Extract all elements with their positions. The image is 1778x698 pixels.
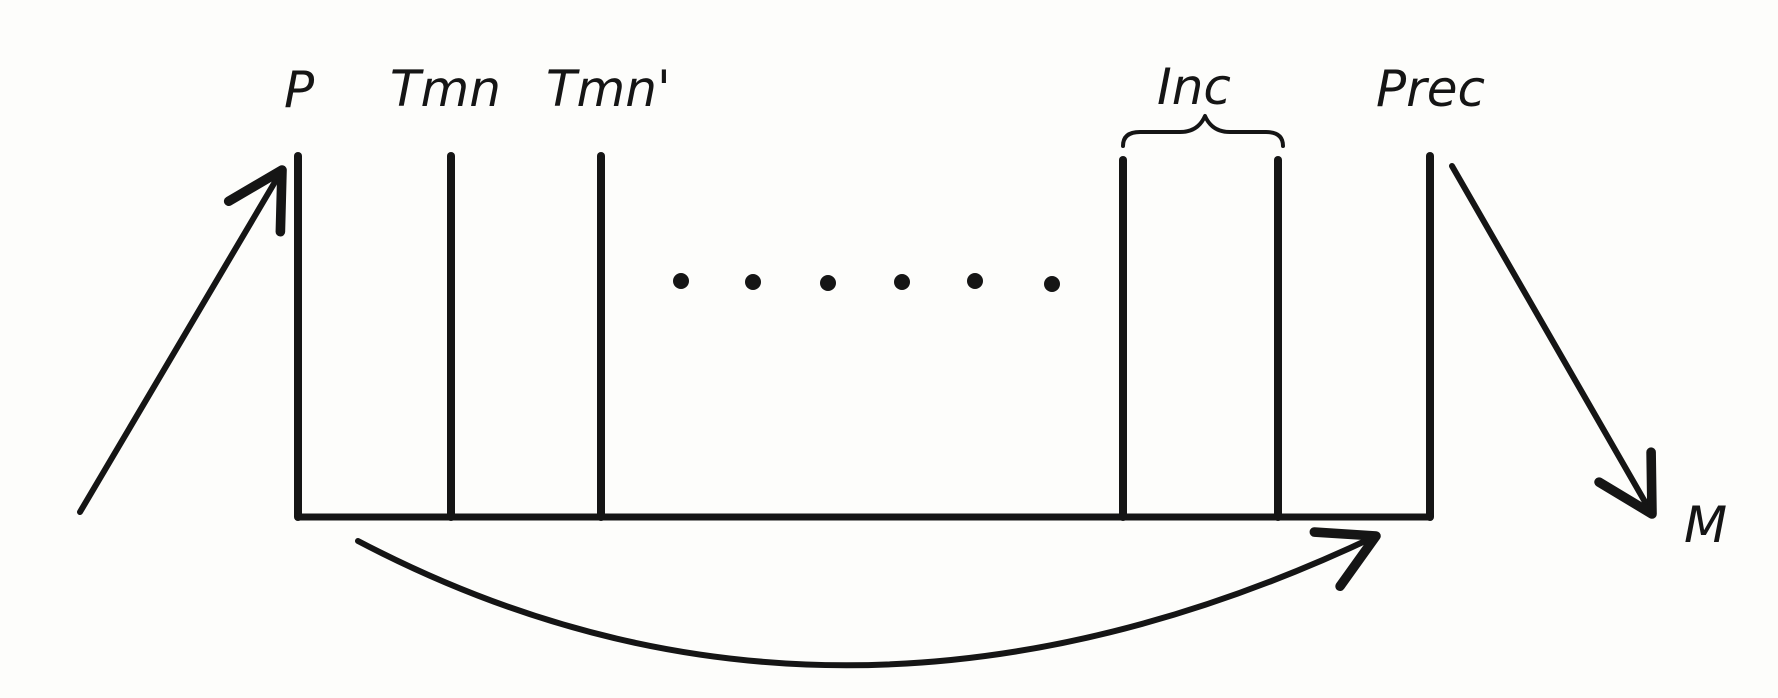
input-arrow (77, 165, 287, 515)
inc-brace (1121, 114, 1285, 148)
label-tmn-prime: Tmn' (546, 60, 671, 118)
label-m: M (1684, 496, 1727, 554)
ellipsis-dot (745, 274, 761, 290)
ellipsis-dot (1044, 276, 1060, 292)
output-arrow (1449, 163, 1657, 519)
label-inc: Inc (1157, 58, 1231, 116)
label-p: P (284, 61, 315, 119)
ellipsis-dot (894, 274, 910, 290)
ellipsis-dot (967, 273, 983, 289)
return-curve-arrow (355, 527, 1381, 669)
label-tmn: Tmn (390, 60, 501, 118)
ellipsis-dot (820, 275, 836, 291)
ellipsis-dot (673, 273, 689, 289)
label-prec: Prec (1376, 60, 1485, 118)
